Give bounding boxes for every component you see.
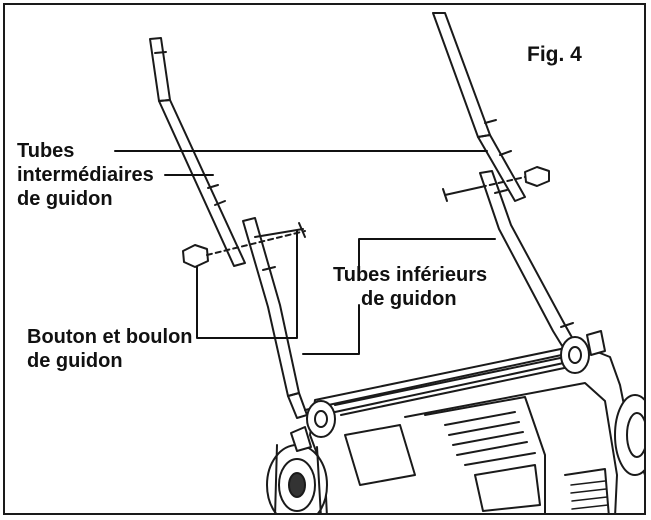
- label-upper-tubes-line3: de guidon: [17, 188, 113, 210]
- left-wheel: [266, 444, 328, 513]
- right-knob: [524, 166, 550, 187]
- label-lower-tubes-line1: Tubes inférieurs: [333, 264, 488, 286]
- left-bracket: [290, 426, 312, 452]
- mower-body: [309, 344, 644, 513]
- left-knob: [182, 244, 209, 268]
- assembly-dashes: [206, 176, 526, 256]
- axle: [304, 336, 590, 438]
- label-upper-tubes-line1: Tubes: [17, 140, 75, 162]
- left-bolt: [254, 222, 306, 238]
- right-upper-tube: [432, 12, 526, 202]
- figure-title: Fig. 4: [527, 43, 582, 66]
- label-knob-bolt-line2: de guidon: [27, 350, 123, 372]
- right-bolt: [442, 186, 482, 202]
- leader-lines: [114, 150, 496, 355]
- label-lower-tubes-line2: de guidon: [361, 288, 457, 310]
- right-lower-tube: [479, 170, 584, 363]
- label-knob-bolt-line1: Bouton et boulon: [27, 326, 193, 348]
- left-upper-tube: [149, 37, 246, 267]
- right-bracket: [586, 330, 606, 356]
- handle-assembly-drawing: [114, 12, 644, 513]
- right-wheel: [614, 394, 644, 476]
- figure-frame: Fig. 4 Tubes intermédiaires de guidon Tu…: [3, 3, 646, 515]
- label-upper-tubes-line2: intermédiaires: [17, 164, 154, 186]
